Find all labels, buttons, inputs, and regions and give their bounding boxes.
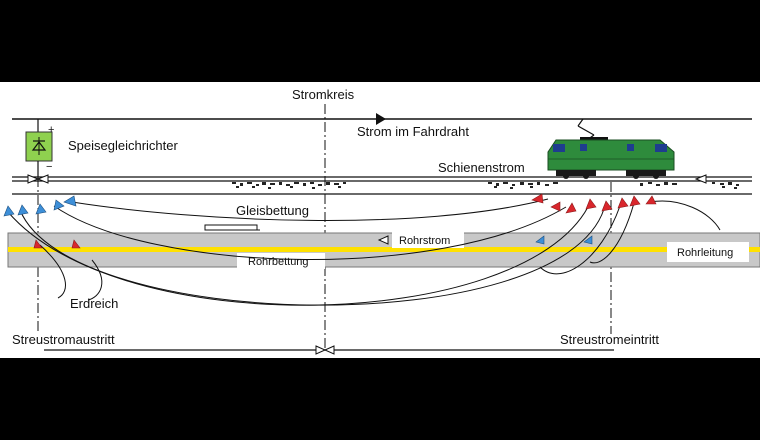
entry-arrows [33,193,657,249]
label-rohrstrom: Rohrstrom [399,235,450,247]
rectifier-plus: + [48,124,54,136]
ballast-left [232,182,346,189]
label-schienenstrom: Schienenstrom [438,160,525,175]
label-streustromaustritt: Streustromaustritt [12,332,115,347]
label-speisegleichrichter: Speisegleichrichter [68,138,179,153]
bottom-connector-icon [315,345,335,355]
pipe-line [8,247,760,252]
exit-arrows [3,195,593,245]
label-streustromeintritt: Streustromeintritt [560,332,659,347]
stray-current-diagram: Stromkreis Strom im Fahrdraht + − Speise… [3,87,760,355]
label-fahrdraht: Strom im Fahrdraht [357,124,469,139]
rohrstrom-box [392,232,464,248]
label-gleisbettung: Gleisbettung [236,203,309,218]
locomotive-icon [547,118,675,179]
pipe-current-arrow [377,235,389,245]
rail-current-arrow [694,174,707,184]
rectifier-minus: − [46,161,52,173]
rohrleitung-box [667,242,749,262]
label-erdreich: Erdreich [70,296,118,311]
current-paths [7,198,721,306]
rectifier-icon [25,119,53,177]
ballast-right [488,182,739,189]
diagram-frame: Stromkreis Strom im Fahrdraht + − Speise… [0,82,760,358]
contact-wire-arrow [376,113,386,125]
label-rohrleitung: Rohrleitung [677,247,733,259]
pipe-support-icon [204,224,258,231]
rohrbettung-box [237,253,325,269]
label-stromkreis: Stromkreis [292,87,355,102]
rail-connector-icon [27,174,49,184]
